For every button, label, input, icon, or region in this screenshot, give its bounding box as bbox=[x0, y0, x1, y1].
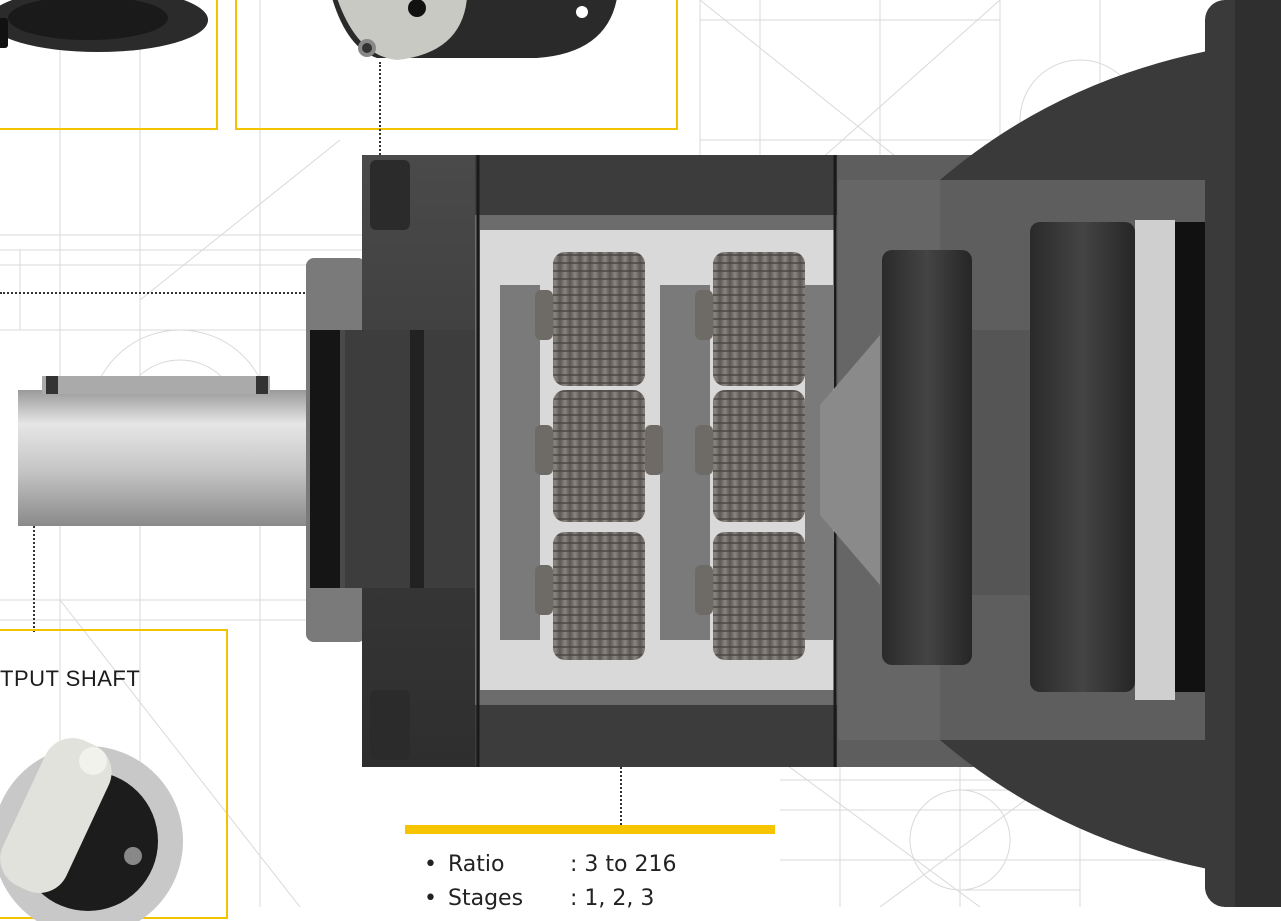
output-shaft-label: TPUT SHAFT bbox=[0, 666, 141, 691]
leader-line-top bbox=[379, 62, 381, 158]
spec-value: : 1, 2, 3 bbox=[570, 886, 655, 911]
spec-key: Stages bbox=[448, 886, 524, 911]
leader-line-left bbox=[0, 292, 345, 294]
output-shaft-photo bbox=[0, 738, 183, 921]
specs-accent-bar bbox=[405, 825, 775, 834]
callout-box-output-shaft bbox=[0, 629, 228, 921]
bullet-icon: • bbox=[424, 886, 437, 911]
spec-row-ratio: • Ratio : 3 to 216 bbox=[424, 852, 676, 886]
motor-photo-top-left bbox=[0, 0, 208, 52]
bullet-icon: • bbox=[424, 852, 437, 877]
spec-list: • Ratio : 3 to 216 • Stages : 1, 2, 3 bbox=[424, 852, 676, 920]
callout-box-top-left bbox=[0, 0, 218, 130]
leader-line-output-shaft bbox=[33, 510, 35, 632]
spec-key: Ratio bbox=[448, 852, 505, 877]
motor-photo-top-middle bbox=[332, 0, 617, 60]
spec-row-stages: • Stages : 1, 2, 3 bbox=[424, 886, 676, 920]
spec-value: : 3 to 216 bbox=[570, 852, 677, 877]
callout-box-top-middle bbox=[235, 0, 678, 130]
